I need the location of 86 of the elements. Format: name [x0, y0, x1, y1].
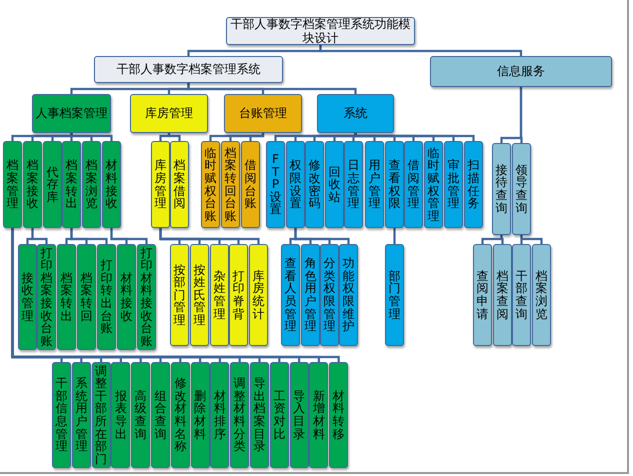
function-box: 报表导出: [111, 362, 130, 468]
function-box: 打印材料接收台账: [137, 244, 156, 350]
function-box: 查看权限: [385, 141, 404, 228]
function-box: 档案接收: [23, 141, 42, 228]
function-box: 系统用户管理: [72, 362, 91, 468]
function-box: 删除材料: [190, 362, 210, 468]
function-box: 材料排序: [210, 362, 230, 468]
function-box: 角色用户管理: [301, 244, 320, 346]
function-box: 按部门管理: [170, 244, 189, 346]
connector-line: [187, 83, 357, 94]
connector-line: [352, 133, 357, 141]
module-box: 库房管理: [130, 94, 208, 133]
function-box: 扫描任务: [464, 141, 483, 228]
function-box: 领导查询: [512, 143, 531, 235]
function-box: 按姓氏管理: [190, 244, 209, 346]
function-box: 借阅管理: [404, 141, 423, 228]
connector-line: [70, 228, 108, 244]
connector-line: [500, 235, 504, 244]
function-box: 档案浏览: [532, 244, 551, 346]
function-box: 部门管理: [385, 244, 404, 346]
function-box: 用户管理: [365, 141, 384, 228]
connector-line: [520, 235, 543, 244]
connector-line: [70, 133, 113, 141]
connector-line: [481, 235, 503, 244]
function-box: 权限设置: [286, 141, 305, 228]
function-box: 材料接收: [117, 244, 136, 350]
connector-line: [520, 87, 523, 143]
function-box: 打印转出台账: [97, 244, 116, 350]
connector-line: [354, 133, 475, 141]
function-box: 干部信息管理: [52, 362, 71, 468]
function-box: 审批管理: [444, 141, 463, 228]
function-box: 档案转出: [62, 141, 81, 228]
function-box: 档案转回: [77, 244, 96, 350]
connector-line: [159, 228, 260, 244]
function-box: 打印档案接收台账: [37, 244, 56, 350]
function-box: 库房统计: [249, 244, 268, 346]
function-box: 导入目录: [290, 362, 309, 468]
function-box: 借阅台账: [241, 141, 260, 228]
connector-line: [393, 228, 396, 244]
function-box: 修改材料名称: [170, 362, 190, 468]
module-box: 信息服务: [430, 56, 612, 87]
function-box: 临时赋权管理: [424, 141, 443, 228]
title-box: 干部人事数字档案管理系统功能模块设计: [226, 17, 415, 45]
module-box: 台账管理: [224, 94, 302, 133]
function-box: 代存库: [43, 141, 62, 228]
connector-line: [31, 228, 48, 244]
module-box: 系统: [317, 94, 394, 133]
function-box: 高级查询: [131, 362, 150, 468]
function-box: 修改密码: [305, 141, 324, 228]
function-box: 杂姓管理: [210, 244, 229, 346]
function-box: 材料转移: [329, 362, 348, 468]
function-box: 临时赋权台账: [201, 141, 220, 228]
function-box: FTP设置: [266, 141, 285, 228]
function-box: 档案借阅: [170, 141, 189, 228]
function-box: 打印脊背: [229, 244, 248, 346]
function-box: 档案查阅: [493, 244, 512, 346]
function-box: 档案浏览: [82, 141, 101, 228]
function-box: 分类权限管理: [320, 244, 339, 346]
function-box: 回收站: [325, 141, 344, 228]
function-box: 接收管理: [18, 244, 37, 350]
function-box: 调整干部所在部门: [92, 362, 111, 468]
connector-line: [249, 133, 264, 141]
function-box: 查看人员管理: [281, 244, 300, 346]
function-box: 查阅申请: [473, 244, 492, 346]
connector-line: [51, 133, 73, 141]
function-box: 新增材料: [309, 362, 328, 468]
function-box: 日志管理: [344, 141, 363, 228]
function-box: 工资对比: [270, 362, 289, 468]
connector-line: [168, 133, 181, 141]
function-box: 功能权限维护: [339, 244, 358, 346]
function-box: 组合查询: [151, 362, 170, 468]
connector-line: [110, 228, 148, 244]
connector-line: [159, 133, 170, 141]
function-box: 调整材料分类: [230, 362, 250, 468]
system-box: 干部人事数字档案管理系统: [94, 56, 283, 83]
function-box: 库房管理: [151, 141, 170, 228]
connector-line: [294, 228, 350, 244]
function-box: 接待查询: [492, 143, 511, 235]
function-box: 材料接收: [102, 141, 121, 228]
module-box: 人事档案管理: [32, 94, 111, 133]
connector-line: [319, 45, 522, 56]
function-box: 干部查询: [512, 244, 531, 346]
function-box: 档案转出: [57, 244, 76, 350]
function-box: 档案管理: [3, 141, 22, 228]
function-box: 导出档案目录: [250, 362, 269, 468]
function-box: 档案转回台账: [221, 141, 240, 228]
